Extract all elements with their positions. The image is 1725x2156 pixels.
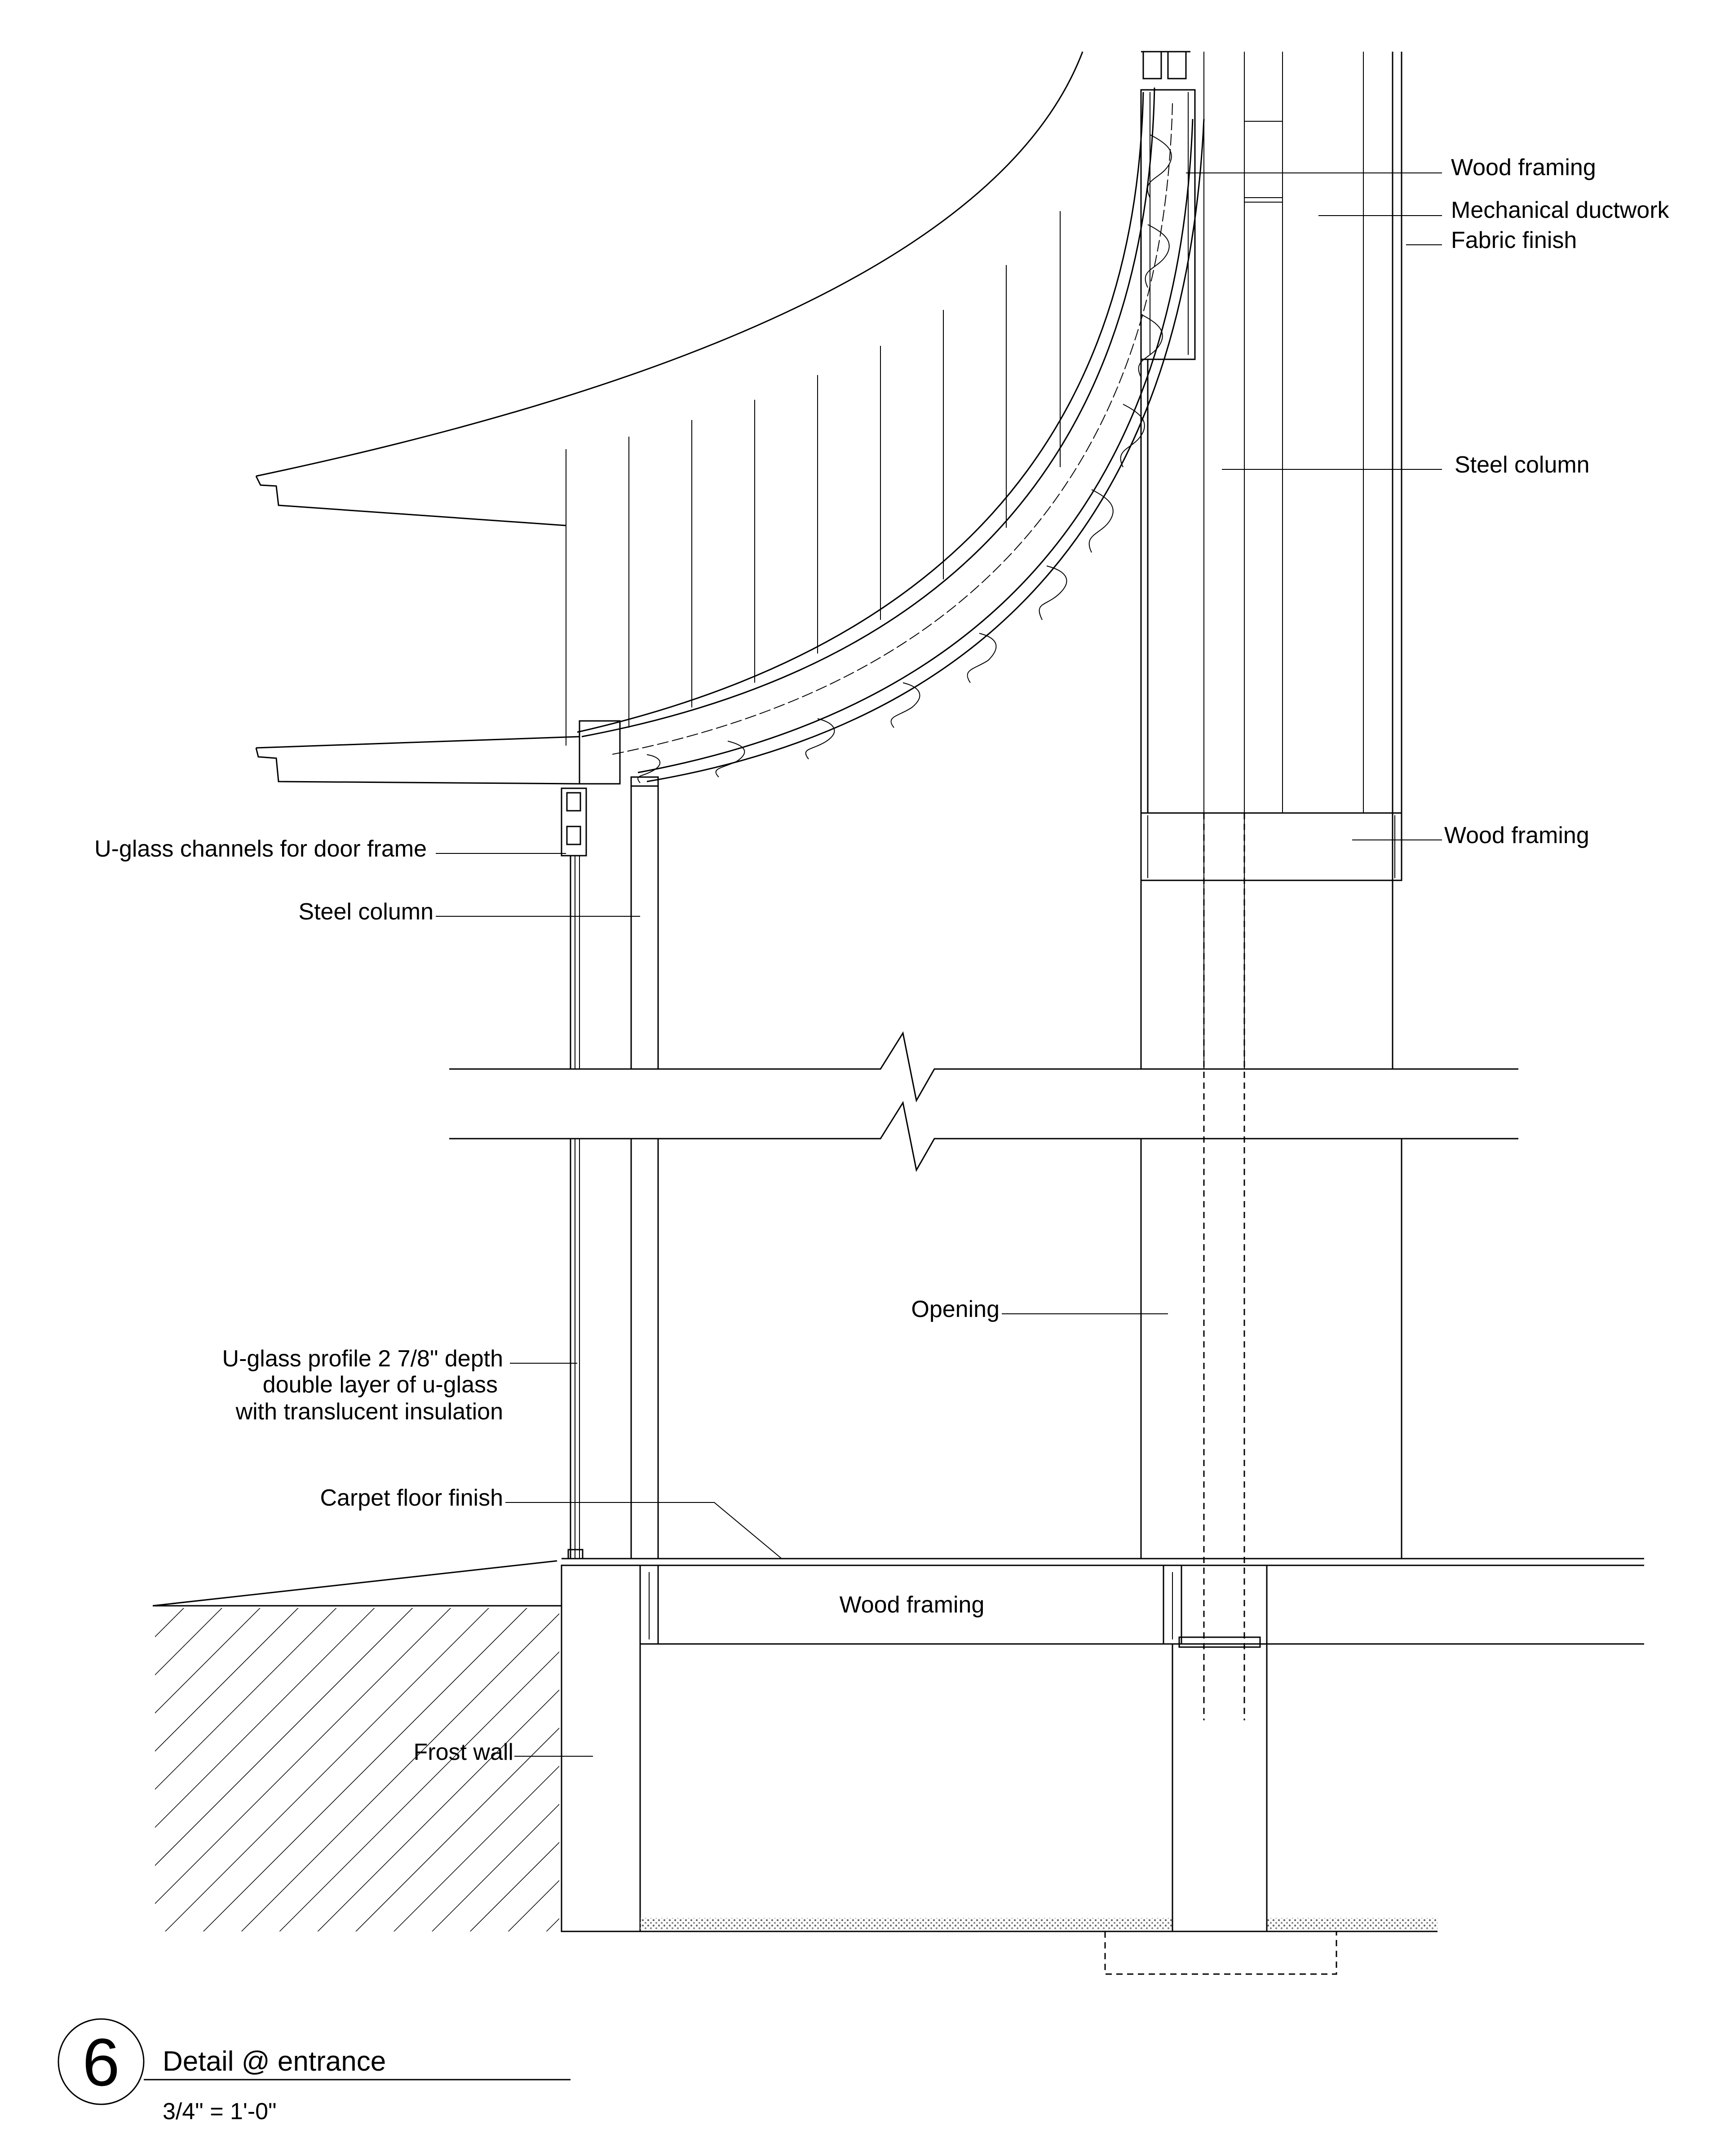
label-fabric-finish: Fabric finish	[1451, 227, 1577, 253]
label-frost-wall: Frost wall	[414, 1739, 513, 1765]
label-carpet-floor: Carpet floor finish	[320, 1485, 503, 1511]
detail-number: 6	[82, 2024, 119, 2100]
left-wall	[561, 720, 1402, 1560]
right-wall	[1140, 51, 1402, 1720]
title-block: 6 Detail @ entrance 3/4" = 1'-0"	[58, 2018, 571, 2125]
break-lines	[449, 1031, 1518, 1172]
leader-lines	[436, 172, 1442, 1757]
floor-foundation	[152, 1558, 1644, 1975]
insulation-loops	[637, 134, 1172, 783]
detail-scale: 3/4" = 1'-0"	[163, 2099, 277, 2125]
label-mechanical-ductwork: Mechanical ductwork	[1451, 197, 1670, 223]
detail-title: Detail @ entrance	[163, 2046, 386, 2077]
label-uglass-profile-2: double layer of u-glass	[263, 1372, 498, 1398]
label-opening: Opening	[911, 1296, 1000, 1322]
roof-ribs	[566, 211, 1061, 746]
label-steel-column-left: Steel column	[298, 899, 433, 925]
detail-number-circle	[58, 2018, 145, 2105]
label-wood-framing-mid: Wood framing	[1444, 822, 1589, 848]
label-uglass-profile-3: with translucent insulation	[235, 1399, 503, 1425]
annotations: Wood framing Mechanical ductwork Fabric …	[94, 155, 1669, 1765]
label-uglass-profile-1: U-glass profile 2 7/8" depth	[222, 1346, 503, 1372]
curved-ceiling	[255, 51, 1205, 785]
label-uglass-channels: U-glass channels for door frame	[94, 836, 427, 862]
label-wood-framing-top: Wood framing	[1451, 155, 1596, 181]
label-wood-framing-floor: Wood framing	[840, 1592, 985, 1618]
label-steel-column-right: Steel column	[1455, 452, 1590, 478]
